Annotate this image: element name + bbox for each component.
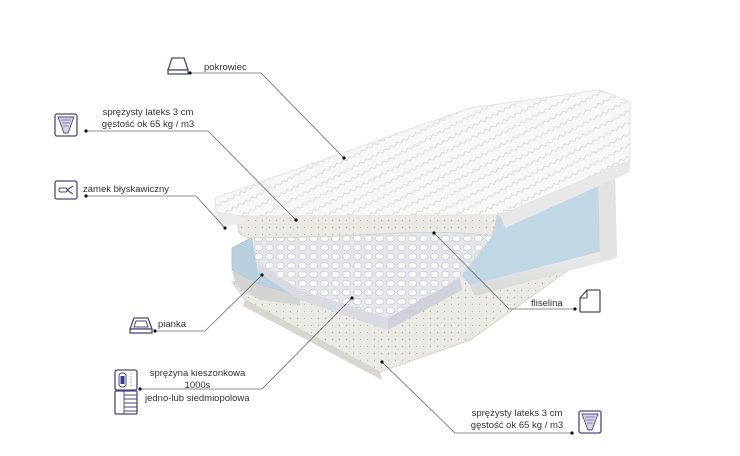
label-line: sprężysty lateks 3 cm — [471, 408, 563, 419]
foam-frame-icon — [129, 317, 153, 334]
latex-layer-icon — [578, 410, 602, 434]
label-lateks-top: sprężysty lateks 3 cm gęstość ok 65 kg /… — [88, 107, 208, 131]
pocket-springs — [252, 228, 492, 330]
label-pokrowiec: pokrowiec — [204, 62, 247, 74]
label-line: gęstość ok 65 kg / m3 — [470, 420, 564, 431]
connector-sprezyna — [140, 297, 353, 390]
connector-zamek — [86, 195, 226, 229]
label-line: 1000s — [184, 380, 211, 391]
connector-dots — [84, 71, 577, 435]
label-sprezyna: sprężyna kieszonkowa 1000s — [140, 368, 255, 392]
fleece-sheet-icon — [579, 289, 601, 313]
label-line: zamek błyskawiczny — [83, 184, 170, 195]
label-line: fliselina — [531, 298, 563, 309]
latex-layer-icon — [54, 113, 78, 137]
top-cover — [214, 89, 631, 228]
connector-lines — [86, 72, 575, 434]
pocket-spring-icon — [114, 369, 138, 415]
connector-fliselina — [433, 232, 575, 310]
label-line: pokrowiec — [204, 62, 247, 73]
zipper-icon — [54, 180, 78, 200]
cover-icon — [167, 57, 189, 75]
connector-pianka — [155, 274, 263, 332]
label-line: jedno-lub siedmiopolowa — [145, 393, 250, 404]
label-line: pianka — [158, 319, 186, 330]
label-line: sprężyna kieszonkowa — [149, 368, 246, 379]
label-line: gęstość ok 65 kg / m3 — [101, 119, 195, 130]
connector-lateks-bottom — [381, 361, 572, 434]
label-fliselina: fliselina — [531, 298, 563, 310]
connector-lateks-top — [86, 130, 297, 221]
label-lateks-bottom: sprężysty lateks 3 cm gęstość ok 65 kg /… — [458, 408, 576, 432]
label-sprezyna-variant: jedno-lub siedmiopolowa — [145, 393, 250, 405]
label-line: sprężysty lateks 3 cm — [102, 107, 194, 118]
label-pianka: pianka — [158, 319, 186, 331]
label-zamek: zamek błyskawiczny — [83, 184, 169, 196]
connector-pokrowiec — [190, 72, 345, 159]
